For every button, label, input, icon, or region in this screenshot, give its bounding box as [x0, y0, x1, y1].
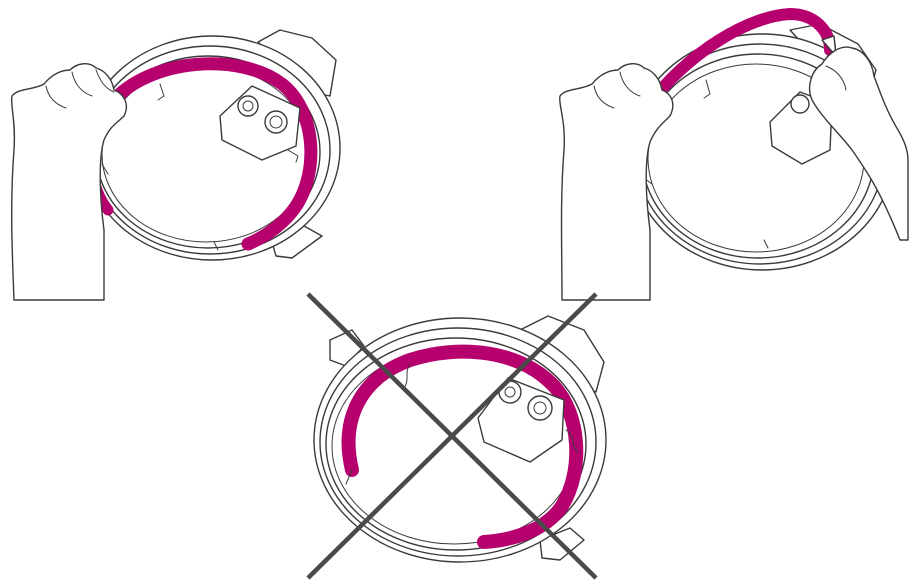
valve-housing — [769, 91, 833, 165]
panel-insert-ring — [10, 29, 341, 301]
hand-left — [10, 63, 128, 301]
panel-incorrect-ring — [306, 292, 607, 580]
ring-clip — [763, 239, 769, 249]
ring-clip — [565, 429, 579, 453]
panel-remove-ring — [558, 7, 909, 301]
cross-mark-icon — [306, 292, 598, 580]
float-valve-center — [242, 100, 254, 112]
steam-release-knob-center — [269, 115, 283, 129]
sealing-ring-pulled — [640, 7, 836, 114]
steam-release-knob-icon — [527, 395, 553, 421]
float-valve-icon — [790, 94, 810, 114]
float-valve-icon — [237, 95, 259, 117]
hand-finger-line — [825, 65, 847, 91]
lid-rim-inner-edge — [319, 327, 597, 557]
ring-clip — [403, 363, 411, 389]
hand-finger-line — [45, 85, 67, 109]
ring-clip — [157, 83, 165, 101]
sealing-ring — [105, 57, 318, 251]
hand-finger-line — [619, 71, 641, 97]
ring-clip — [213, 241, 219, 251]
steam-release-knob-center — [533, 401, 547, 415]
cross-stroke-2 — [306, 292, 598, 580]
lid-inner-edge — [325, 337, 587, 551]
float-valve-center — [504, 386, 516, 398]
steam-release-knob-icon — [264, 110, 288, 134]
hand-finger-line — [593, 85, 615, 109]
hand-finger-line — [95, 69, 115, 93]
sealing-ring — [341, 344, 584, 549]
ring-clip — [287, 149, 299, 163]
ring-clip — [101, 163, 109, 175]
hand-right — [808, 46, 909, 241]
ring-clip — [703, 79, 711, 99]
ring-clip — [345, 469, 353, 485]
hand-finger-line — [71, 71, 93, 97]
hand-left — [558, 63, 674, 301]
sealing-ring-end — [821, 35, 837, 57]
